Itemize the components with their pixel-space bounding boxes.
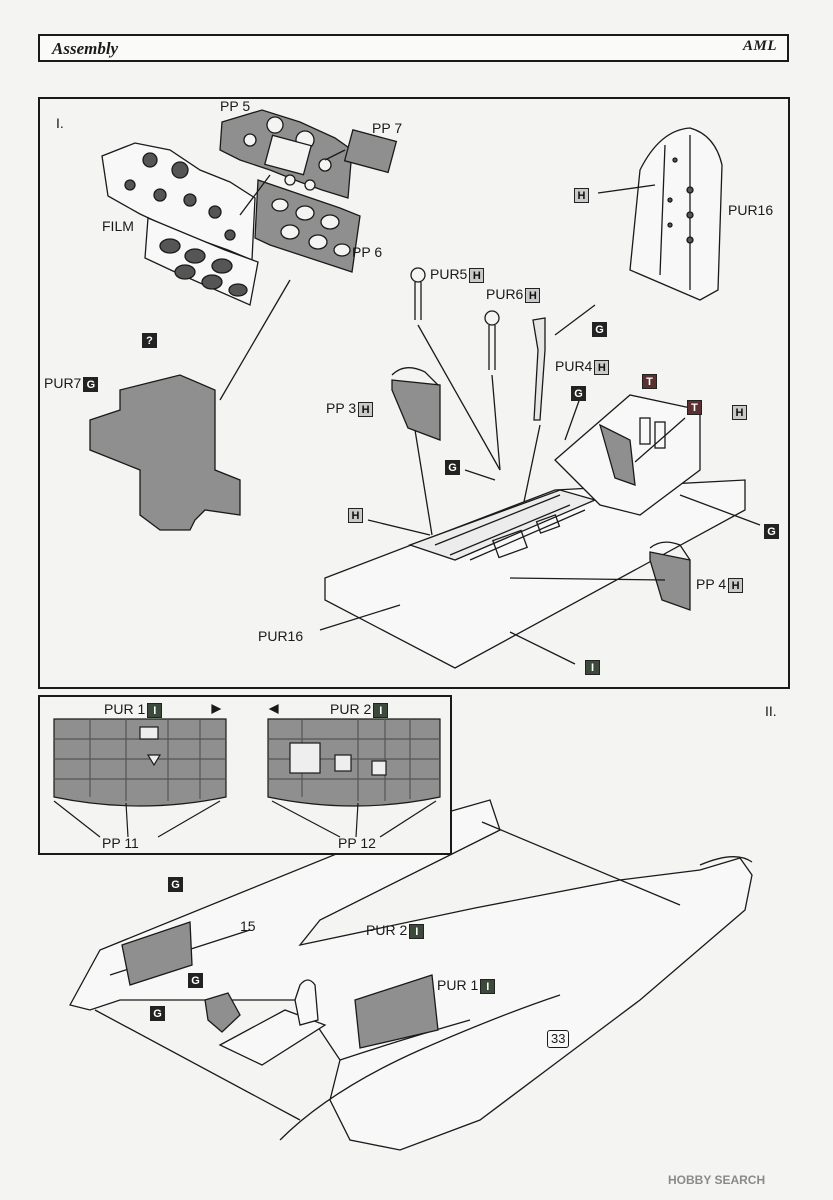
film-lower-part bbox=[144, 217, 259, 306]
pur7-text: PUR7 bbox=[44, 375, 82, 391]
floor-h-badge-wrap: H bbox=[346, 506, 363, 523]
mini-cockpit bbox=[204, 979, 327, 1066]
pur5-text: PUR5 bbox=[430, 266, 468, 282]
seat-g-badge: G bbox=[445, 459, 460, 475]
pur6-rod bbox=[484, 310, 500, 370]
pur7-part bbox=[89, 374, 241, 531]
pur4-g-badge: G bbox=[592, 321, 607, 337]
frame-h-badge: H bbox=[732, 404, 747, 420]
section-2-number: II. bbox=[765, 703, 777, 719]
pur16-headrest bbox=[597, 127, 723, 301]
pp5-label: PP 5 bbox=[220, 98, 251, 114]
pur5-rod bbox=[410, 267, 426, 320]
inset-panels-drawing bbox=[53, 704, 441, 838]
g-badge-c: G bbox=[150, 1005, 165, 1021]
page-title: Assembly bbox=[52, 39, 119, 58]
pp3-part bbox=[391, 367, 441, 441]
section-1-panel bbox=[38, 97, 790, 689]
pp5-part bbox=[219, 109, 353, 199]
headrest-h-badge: H bbox=[574, 187, 589, 203]
code-33-label: 33 bbox=[547, 1030, 570, 1048]
pur2-installed bbox=[121, 921, 193, 986]
pur1-panel bbox=[354, 974, 439, 1049]
inset-pur1-text: PUR 1 bbox=[104, 701, 146, 717]
pur16-floor bbox=[324, 479, 746, 669]
pedal-g-badge: G bbox=[764, 523, 779, 539]
floor-h-badge: H bbox=[348, 507, 363, 523]
pur16-top-label: PUR16 bbox=[728, 202, 774, 218]
pur2-main-badge: I bbox=[409, 923, 425, 939]
pur4-text: PUR4 bbox=[555, 358, 593, 374]
floor-i-badge: I bbox=[585, 659, 600, 675]
headrest-h-badge-wrap: H bbox=[572, 186, 589, 203]
question-badge-wrap: ? bbox=[140, 331, 157, 348]
inset-pur1-badge: I bbox=[147, 702, 163, 718]
pur1-main-badge: I bbox=[480, 978, 496, 994]
inset-pur2-text: PUR 2 bbox=[330, 701, 372, 717]
pur2-main-text: PUR 2 bbox=[366, 922, 408, 938]
pp7-label: PP 7 bbox=[372, 120, 403, 136]
g-badge-b: G bbox=[188, 972, 203, 988]
t-badge-1: T bbox=[642, 373, 657, 389]
pp3-badge: H bbox=[358, 401, 374, 417]
cockpit-frame bbox=[554, 394, 701, 516]
pp11-label: PP 11 bbox=[102, 835, 139, 851]
pp4-text: PP 4 bbox=[696, 576, 727, 592]
pur16-bottom-label: PUR16 bbox=[258, 628, 304, 644]
pur6-badge: H bbox=[525, 287, 541, 303]
watermark: HOBBY SEARCH bbox=[668, 1173, 766, 1187]
floor-i-badge-wrap: I bbox=[583, 658, 600, 675]
pp6-label: PP 6 bbox=[352, 244, 383, 260]
pur4-badge: H bbox=[594, 359, 610, 375]
g-badge-b-wrap: G bbox=[186, 971, 203, 988]
question-badge: ? bbox=[142, 332, 157, 348]
g-badge-a: G bbox=[168, 876, 183, 892]
step-15-label: 15 bbox=[240, 918, 256, 934]
g-badge-a-wrap: G bbox=[166, 875, 183, 892]
pp6-part bbox=[254, 179, 361, 273]
brand-logo: AML bbox=[742, 38, 777, 54]
pp12-label: PP 12 bbox=[338, 835, 376, 851]
g-badge-c-wrap: G bbox=[148, 1004, 165, 1021]
film-part bbox=[101, 142, 256, 261]
t-badge-1-wrap: T bbox=[640, 372, 657, 389]
pur4-rod bbox=[532, 317, 546, 421]
section-1-number: I. bbox=[56, 115, 64, 131]
pur7-badge: G bbox=[83, 376, 99, 392]
t-badge-2: T bbox=[687, 399, 702, 415]
pur1-main-text: PUR 1 bbox=[437, 977, 479, 993]
seat-g-badge-wrap: G bbox=[443, 458, 460, 475]
pp4-badge: H bbox=[728, 577, 744, 593]
pp4-part bbox=[649, 541, 691, 611]
pur4-g-badge-wrap: G bbox=[590, 320, 607, 337]
t-badge-2-wrap: T bbox=[685, 398, 702, 415]
frame-g-badge: G bbox=[571, 385, 586, 401]
pedal-g-badge-wrap: G bbox=[762, 522, 779, 539]
pp3-text: PP 3 bbox=[326, 400, 357, 416]
pur5-badge: H bbox=[469, 267, 485, 283]
frame-h-badge-wrap: H bbox=[730, 403, 747, 420]
pur6-text: PUR6 bbox=[486, 286, 524, 302]
header-bar: Assembly AML bbox=[38, 34, 789, 62]
film-label: FILM bbox=[102, 218, 134, 234]
inset-pur2-badge: I bbox=[373, 702, 389, 718]
pp7-part bbox=[343, 129, 398, 174]
frame-g-badge-wrap: G bbox=[569, 384, 586, 401]
